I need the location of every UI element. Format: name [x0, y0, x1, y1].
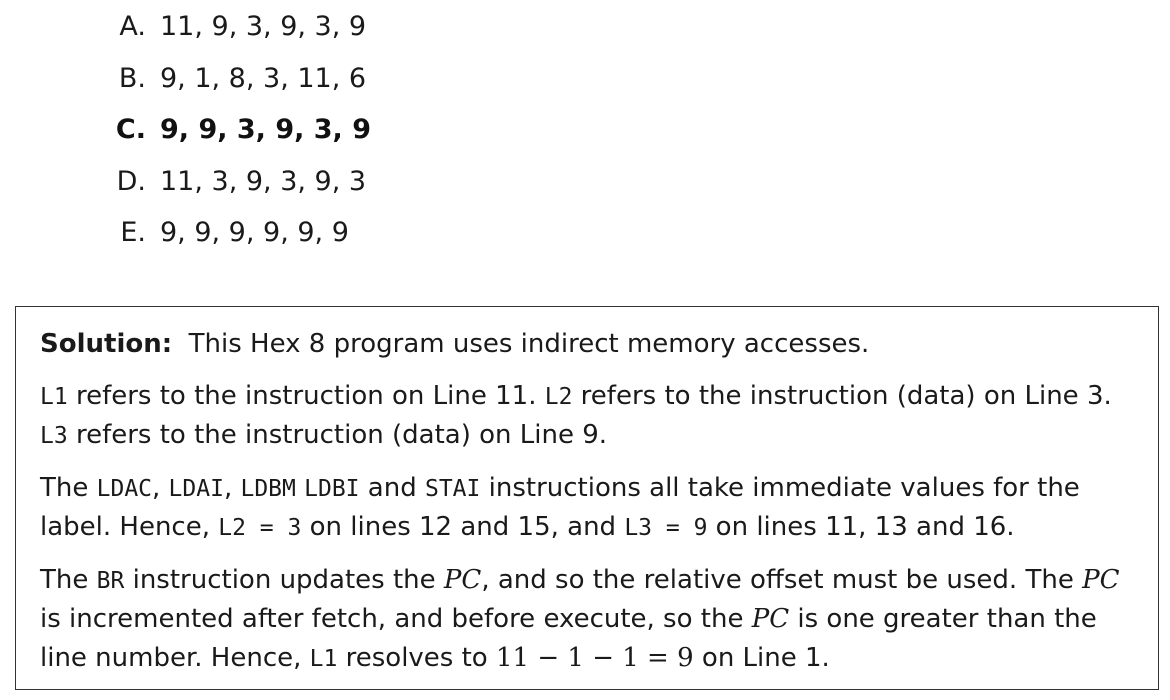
text-fragment: ,	[152, 472, 169, 503]
text-fragment: , and so the relative offset must be use…	[481, 564, 1083, 595]
answer-options: A. 11, 9, 3, 9, 3, 9 B. 9, 1, 8, 3, 11, …	[100, 5, 371, 263]
option-text: 9, 1, 8, 3, 11, 6	[160, 62, 367, 94]
option-letter: E.	[120, 217, 146, 248]
text-fragment: instruction updates the	[124, 564, 444, 595]
text-fragment	[296, 473, 304, 503]
label-code: L1	[40, 383, 68, 410]
solution-branch-paragraph: The BR instruction updates the PC, and s…	[40, 561, 1134, 679]
solution-heading: Solution:	[40, 329, 173, 359]
option-c[interactable]: C. 9, 9, 3, 9, 3, 9	[100, 108, 371, 160]
option-text: 9, 9, 3, 9, 3, 9	[160, 114, 372, 145]
text-fragment: on lines 11, 13 and 16.	[707, 512, 1015, 542]
text-fragment: The	[40, 472, 97, 503]
text-fragment: is one greater than the line number. Hen…	[40, 604, 1097, 673]
solution-box: Solution: This Hex 8 program uses indire…	[15, 306, 1159, 690]
label-code: L3	[40, 423, 68, 449]
solution-intro: Solution: This Hex 8 program uses indire…	[40, 325, 1134, 364]
instruction-code: LDBI	[304, 475, 360, 502]
text-fragment: refers to the instruction (data) on Line…	[572, 380, 1112, 411]
instruction-code: BR	[96, 567, 125, 594]
option-letter: D.	[116, 165, 146, 197]
math-pc: PC	[1082, 564, 1120, 595]
text-fragment: is incremented after fetch, and before e…	[40, 604, 752, 634]
solution-labels-paragraph: L1 refers to the instruction on Line 11.…	[40, 377, 1134, 456]
solution-intro-text: This Hex 8 program uses indirect memory …	[188, 329, 870, 359]
option-letter: B.	[118, 62, 146, 94]
text-fragment: resolves to	[337, 642, 496, 673]
label-code: L1	[309, 645, 338, 672]
math-pc: PC	[443, 564, 482, 595]
option-text: 11, 9, 3, 9, 3, 9	[160, 11, 367, 42]
code-equation: L3 = 9	[624, 515, 708, 541]
instruction-code: LDBM	[240, 475, 296, 502]
option-d[interactable]: D. 11, 3, 9, 3, 9, 3	[100, 160, 371, 212]
instruction-code: LDAI	[168, 475, 224, 502]
text-fragment: refers to the instruction on Line 11.	[67, 380, 545, 411]
text-fragment: The	[40, 564, 97, 595]
instruction-code: STAI	[424, 475, 481, 502]
text-fragment: refers to the instruction (data) on Line…	[67, 420, 608, 450]
text-fragment: instructions all take immediate values f…	[40, 472, 1080, 543]
option-text: 9, 9, 9, 9, 9, 9	[160, 217, 349, 248]
option-text: 11, 3, 9, 3, 9, 3	[160, 165, 367, 197]
label-code: L2	[544, 383, 573, 410]
solution-immediate-paragraph: The LDAC, LDAI, LDBM LDBI and STAI instr…	[40, 469, 1134, 548]
instruction-code: LDAC	[96, 475, 153, 502]
math-expression: 11 − 1 − 1 = 9	[495, 642, 694, 673]
text-fragment: on Line 1.	[693, 642, 830, 673]
text-fragment: ,	[223, 472, 241, 503]
math-pc: PC	[751, 604, 790, 634]
option-e[interactable]: E. 9, 9, 9, 9, 9, 9	[100, 211, 371, 263]
option-letter: C.	[115, 114, 146, 145]
option-letter: A.	[119, 11, 146, 42]
text-fragment: on lines 12 and 15, and	[301, 512, 625, 542]
option-b[interactable]: B. 9, 1, 8, 3, 11, 6	[100, 57, 371, 109]
option-a[interactable]: A. 11, 9, 3, 9, 3, 9	[100, 5, 371, 57]
text-fragment: and	[359, 472, 425, 503]
code-equation: L2 = 3	[218, 515, 302, 541]
